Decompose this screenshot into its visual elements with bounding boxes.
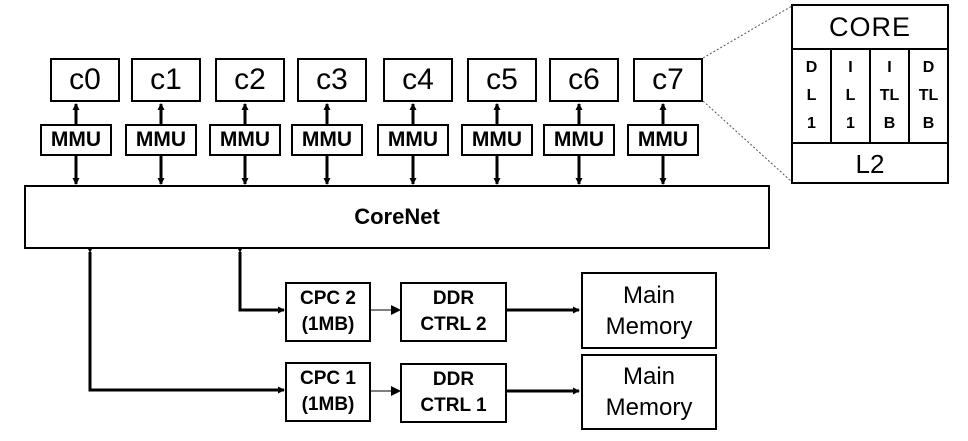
main-memory-1: Main Memory xyxy=(581,354,717,430)
corenet-to-cpc1-link xyxy=(86,246,285,394)
mmu-c6: MMU xyxy=(543,124,615,156)
core-c5: c5 xyxy=(467,58,537,102)
l2-cache: L2 xyxy=(793,142,947,184)
core-label: c1 xyxy=(150,63,182,96)
mmu-label: MMU xyxy=(553,128,605,151)
mmu-c4: MMU xyxy=(377,124,449,156)
mmu-label: MMU xyxy=(387,128,439,151)
dl1-cell: D L 1 xyxy=(793,50,832,142)
mmu-label: MMU xyxy=(471,128,523,151)
mmu-label: MMU xyxy=(135,128,187,151)
core-label: c5 xyxy=(486,63,518,96)
core-label: c4 xyxy=(402,63,434,96)
mmu-c2: MMU xyxy=(209,124,281,156)
core-label: c2 xyxy=(234,63,266,96)
core-c1: c1 xyxy=(131,58,201,102)
core-c0: c0 xyxy=(50,58,120,102)
mmu-label: MMU xyxy=(50,128,102,151)
cell-text: TL xyxy=(879,87,900,104)
core-detail-title: CORE xyxy=(793,6,947,50)
core-c6: c6 xyxy=(549,58,619,102)
mmu-c0: MMU xyxy=(40,124,112,156)
mmu-label: MMU xyxy=(301,128,353,151)
core-label: c6 xyxy=(568,63,600,96)
ddr-ctrl2-line1: DDR xyxy=(432,288,475,309)
cpc1-box: CPC 1 (1MB) xyxy=(285,362,371,422)
il1-cell: I L 1 xyxy=(832,50,871,142)
ddr-ctrl1-line1: DDR xyxy=(432,369,475,390)
main-memory-2-line2: Memory xyxy=(605,312,693,340)
core-c4: c4 xyxy=(383,58,453,102)
ddr-ctrl1-line2: CTRL 1 xyxy=(420,395,487,416)
main-memory-1-line1: Main xyxy=(622,363,676,390)
dtlb-cell: D TL B xyxy=(910,50,947,142)
core-label: c0 xyxy=(69,63,101,96)
core-detail-caches: D L 1 I L 1 I TL B D TL B xyxy=(793,50,947,142)
cell-text: 1 xyxy=(846,115,855,132)
cell-text: L xyxy=(845,87,856,104)
cell-text: L xyxy=(806,87,817,104)
mmu-label: MMU xyxy=(219,128,271,151)
corenet-to-cpc2-link xyxy=(236,246,285,314)
ddr-ctrl2-box: DDR CTRL 2 xyxy=(400,282,507,342)
cell-text: I xyxy=(887,59,892,76)
core-c7: c7 xyxy=(633,58,703,102)
cell-text: TL xyxy=(918,87,939,104)
mmu-c1: MMU xyxy=(125,124,197,156)
core-detail-zoom: CORE D L 1 I L 1 I TL B D TL B L2 xyxy=(791,4,949,184)
cpc2-box: CPC 2 (1MB) xyxy=(285,282,371,342)
cell-text: B xyxy=(922,115,935,132)
cpc1-size: (1MB) xyxy=(301,394,355,415)
main-memory-2: Main Memory xyxy=(581,272,717,349)
cell-text: B xyxy=(883,115,896,132)
main-memory-2-line1: Main xyxy=(622,281,676,309)
core-label: c7 xyxy=(652,63,684,96)
core-label: c3 xyxy=(316,63,348,96)
cpc1-name: CPC 1 xyxy=(300,368,356,389)
cpc2-size: (1MB) xyxy=(301,314,355,335)
ddr-ctrl2-line2: CTRL 2 xyxy=(420,314,487,335)
cell-text: D xyxy=(922,59,935,76)
zoom-line-top xyxy=(702,5,793,59)
zoom-line-bottom xyxy=(702,100,793,183)
ddr-ctrl1-box: DDR CTRL 1 xyxy=(400,363,507,423)
main-memory-1-line2: Memory xyxy=(605,394,693,421)
mmu-c7: MMU xyxy=(627,124,699,156)
corenet-label: CoreNet xyxy=(354,204,440,229)
cell-text: D xyxy=(805,59,818,76)
corenet-bus: CoreNet xyxy=(24,185,770,249)
itlb-cell: I TL B xyxy=(871,50,910,142)
core-c3: c3 xyxy=(297,58,367,102)
mmu-c5: MMU xyxy=(461,124,533,156)
cpc2-name: CPC 2 xyxy=(300,288,356,309)
core-c2: c2 xyxy=(215,58,285,102)
mmu-label: MMU xyxy=(637,128,689,151)
cell-text: I xyxy=(848,59,853,76)
mmu-c3: MMU xyxy=(291,124,363,156)
cell-text: 1 xyxy=(807,115,816,132)
